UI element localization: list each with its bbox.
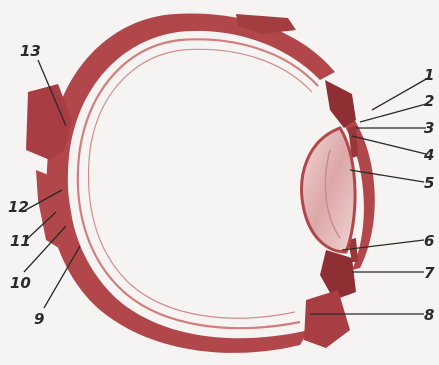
label-7: 7 xyxy=(424,264,435,282)
label-10: 10 xyxy=(10,274,31,292)
label-4: 4 xyxy=(423,146,434,164)
label-3: 3 xyxy=(424,119,434,137)
label-9: 9 xyxy=(34,310,44,328)
label-2: 2 xyxy=(424,92,434,110)
label-5: 5 xyxy=(424,174,434,192)
label-6: 6 xyxy=(424,232,434,250)
label-11: 11 xyxy=(10,232,31,250)
label-12: 12 xyxy=(8,198,29,216)
label-8: 8 xyxy=(424,306,434,324)
label-1: 1 xyxy=(424,66,434,84)
label-13: 13 xyxy=(20,42,41,60)
